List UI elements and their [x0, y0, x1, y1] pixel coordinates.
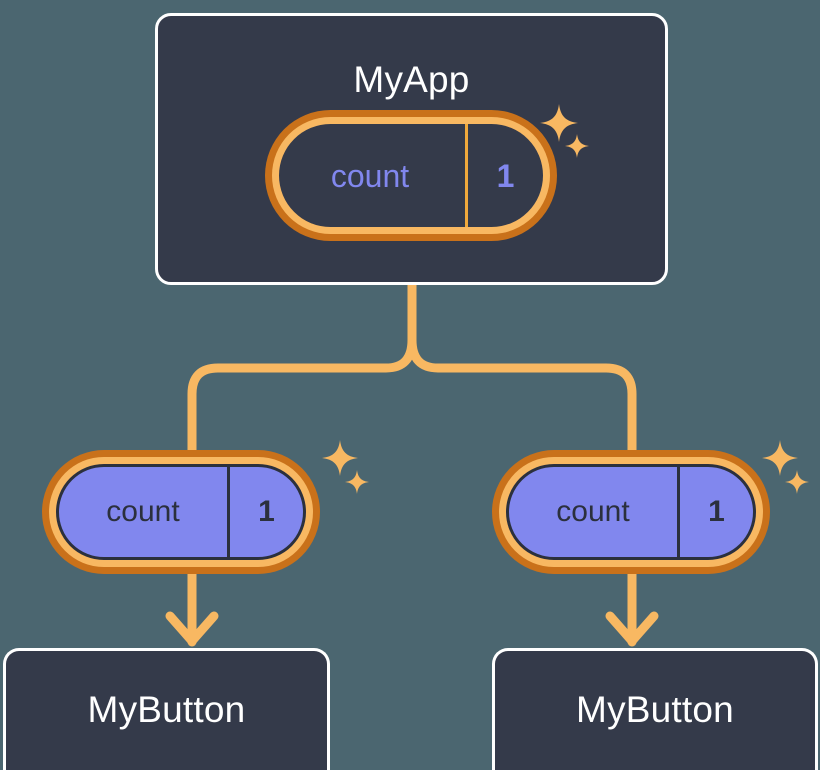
state-value-label: 1	[465, 124, 543, 227]
state-pill-right[interactable]: count 1	[492, 450, 770, 574]
sparkle-left-small-icon	[345, 470, 369, 494]
state-key-label: count	[556, 495, 630, 528]
state-pill-body: count 1	[506, 464, 756, 560]
component-label-myapp: MyApp	[353, 59, 470, 100]
state-key-label: count	[106, 495, 180, 528]
wire-split-left	[187, 335, 417, 457]
state-pill-inner-ring: count 1	[272, 117, 550, 234]
component-label-mybutton-left: MyButton	[87, 689, 246, 730]
state-pill-inner-ring: count 1	[499, 457, 763, 567]
component-box-mybutton-left[interactable]: MyButton	[3, 648, 330, 770]
state-pill-body: count 1	[56, 464, 306, 560]
state-pill-left[interactable]: count 1	[42, 450, 320, 574]
component-box-mybutton-right[interactable]: MyButton	[492, 648, 818, 770]
state-key-label: count	[330, 157, 410, 194]
state-value-label: 1	[227, 467, 303, 557]
state-pill-inner-ring: count 1	[49, 457, 313, 567]
wire-arrow-head-left	[165, 611, 219, 646]
state-value-label: 1	[677, 467, 753, 557]
state-pill-body: count 1	[279, 124, 543, 227]
state-pill-myapp[interactable]: count 1	[265, 110, 557, 241]
sparkle-right-big-icon	[762, 440, 798, 476]
sparkle-right-small-icon	[785, 470, 809, 494]
sparkle-left-big-icon	[322, 440, 358, 476]
wire-arrow-head-right	[605, 611, 659, 646]
wire-split-right	[407, 335, 637, 457]
component-label-mybutton-right: MyButton	[576, 689, 734, 730]
